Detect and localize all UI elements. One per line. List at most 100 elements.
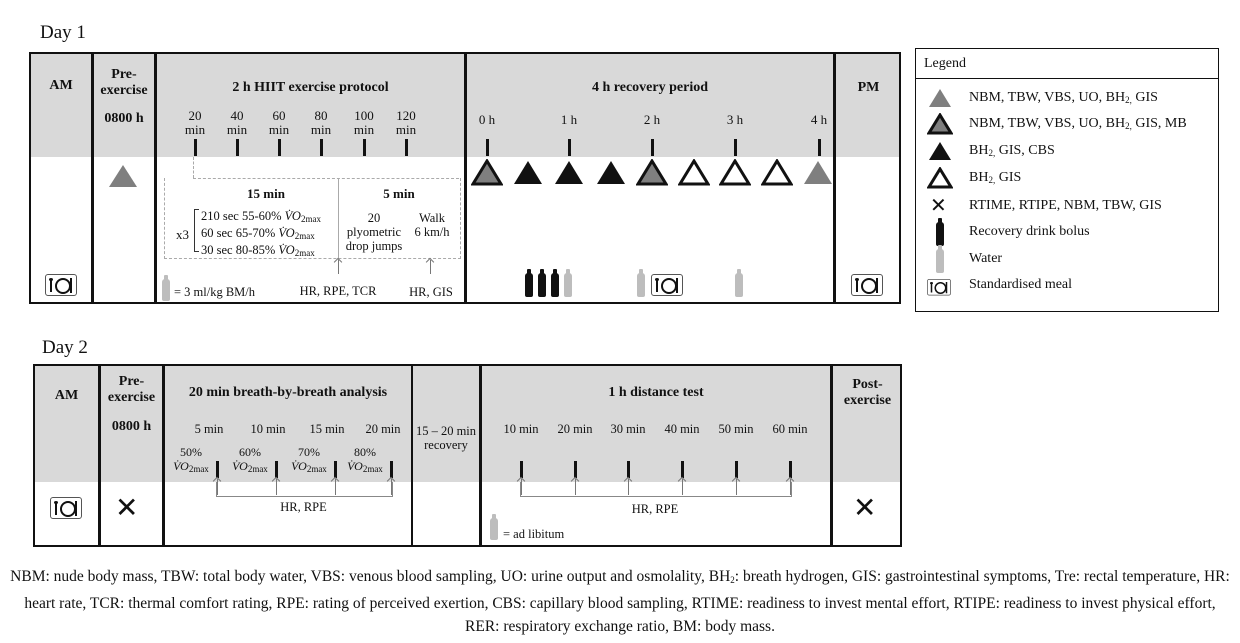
- day1-timeline: AM Pre- exercise 0800 h 2 h HIIT exercis…: [29, 52, 901, 304]
- recovery-tick-label: 4 h: [810, 112, 828, 127]
- block15-title: 15 min: [247, 186, 285, 201]
- legend-item: NBM, TBW, VBS, UO, BH2, GIS: [916, 86, 1218, 112]
- tick-mark: [363, 139, 366, 156]
- jumps-line: 20: [367, 211, 381, 225]
- vo2-symbol: V̇O: [173, 459, 189, 473]
- legend-label-sub: 2,: [1125, 95, 1132, 105]
- legend-label-rest: GIS: [995, 170, 1022, 185]
- intensity-pct: 70%: [298, 445, 320, 459]
- grey-triangle-icon: [109, 165, 137, 187]
- col-breath-analysis: 20 min breath-by-breath analysis: [188, 385, 388, 400]
- legend-label: RTIME, RTIPE, NBM, TBW, GIS: [969, 198, 1162, 214]
- tick-mark: [334, 461, 337, 478]
- meal-icon: [651, 274, 683, 296]
- vo2-subscript: 2max: [247, 464, 268, 474]
- intensity-pct: 60%: [239, 445, 261, 459]
- col-pre-line2: exercise: [107, 390, 156, 405]
- col-pre-line1: Pre-: [111, 67, 137, 82]
- black-triangle-icon: [553, 159, 585, 186]
- vo2-symbol: V̇O: [347, 459, 363, 473]
- arrow-up-icon: [338, 260, 339, 274]
- legend-label-sub: 2,: [988, 148, 996, 158]
- col-hiit: 2 h HIIT exercise protocol: [232, 80, 389, 95]
- recovery-drink-icon: [525, 269, 533, 297]
- legend-label-rest: GIS: [1131, 90, 1158, 105]
- meal-icon: [50, 497, 82, 519]
- recovery-tick-label: 0 h: [478, 112, 496, 127]
- intensity-label: 60%V̇O2max: [228, 445, 272, 476]
- tick-unit: min: [395, 122, 417, 137]
- caption-part: NBM: nude body mass, TBW: total body wat…: [10, 568, 731, 585]
- tick-unit: min: [184, 122, 206, 137]
- walk-line: 6 km/h: [414, 225, 450, 239]
- arrow-up-icon: [335, 479, 336, 495]
- walk-line: Walk: [418, 211, 446, 225]
- recovery-drink-icon: [551, 269, 559, 297]
- interval-row: 210 sec 55-60% V̇O2max: [201, 209, 321, 226]
- legend-label-main: BH: [969, 143, 989, 158]
- recovery-tick-label: 1 h: [560, 112, 578, 127]
- legend-label-main: BH: [969, 170, 989, 185]
- intensity-vo2: V̇O2max: [287, 459, 331, 476]
- legend-label: BH2, GIS: [969, 170, 1021, 186]
- recovery-drink-icon: [538, 269, 546, 297]
- distance-tick-label: 30 min: [610, 422, 646, 436]
- grey-outlined-triangle-icon: [470, 158, 504, 186]
- tick-mark: [278, 139, 281, 156]
- meal-icon: [851, 274, 883, 296]
- legend-label-main: NBM, TBW, VBS, UO, BH: [969, 90, 1126, 105]
- legend-item: BH2, GIS: [916, 166, 1218, 192]
- legend-label: Standardised meal: [969, 277, 1072, 293]
- divider: [154, 54, 157, 302]
- vo2-subscript: 2max: [362, 464, 383, 474]
- vo2-symbol: V̇O: [278, 243, 295, 257]
- measures-hr-gis: HR, GIS: [409, 285, 453, 299]
- tick-unit: min: [310, 122, 332, 137]
- divider: [162, 366, 165, 545]
- water-bottle-icon: [637, 269, 645, 297]
- black-triangle-icon: [595, 159, 627, 186]
- col-am: AM: [54, 388, 79, 403]
- water-rate: = 3 ml/kg BM/h: [174, 285, 256, 299]
- tick-unit: min: [353, 122, 375, 137]
- water-bottle-icon: [936, 245, 944, 273]
- repeat-bracket: [194, 209, 199, 252]
- arrow-up-icon: [682, 479, 683, 495]
- measure-bracket: [520, 482, 792, 497]
- arrow-up-icon: [628, 479, 629, 495]
- col-pre-line1: Pre-: [118, 374, 145, 389]
- vo2-subscript: 2max: [300, 214, 321, 224]
- legend-label: NBM, TBW, VBS, UO, BH2, GIS: [969, 90, 1158, 106]
- tick-unit: min: [226, 122, 248, 137]
- col-recovery: 15 – 20 min recovery: [413, 424, 479, 452]
- interval-text: 210 sec 55-60%: [201, 209, 285, 223]
- grey-triangle-icon: [802, 159, 834, 186]
- col-recovery: 4 h recovery period: [592, 80, 708, 95]
- walk-text: Walk 6 km/h: [405, 211, 459, 239]
- divider: [479, 366, 482, 545]
- rec-line2: recovery: [424, 438, 468, 452]
- day2-header-band: [35, 366, 900, 482]
- cross-icon: ✕: [930, 193, 947, 217]
- col-pm: PM: [857, 80, 880, 95]
- water-rate: = ad libitum: [503, 527, 565, 541]
- jumps-text: 20 plyometric drop jumps: [339, 211, 409, 253]
- tick-mark: [734, 139, 737, 156]
- tick-mark: [486, 139, 489, 156]
- legend-label-main: Water: [969, 251, 1003, 266]
- tick-mark: [735, 461, 738, 478]
- tick-mark: [320, 139, 323, 156]
- tick-num: 60: [272, 108, 286, 123]
- caption-part: : breath hydrogen, GIS: gastrointestinal…: [24, 568, 1230, 635]
- rec-line1: 15 – 20 min: [415, 424, 477, 438]
- intensity-label: 50%V̇O2max: [169, 445, 213, 476]
- repeat-label: x3: [176, 227, 189, 242]
- legend-item: NBM, TBW, VBS, UO, BH2, GIS, MB: [916, 112, 1218, 138]
- water-bottle-icon: [735, 269, 743, 297]
- hollow-triangle-icon: [760, 158, 794, 186]
- hollow-triangle-icon: [718, 158, 752, 186]
- black-triangle-icon: [927, 140, 953, 162]
- col-am: AM: [49, 78, 73, 93]
- tick-mark: [818, 139, 821, 156]
